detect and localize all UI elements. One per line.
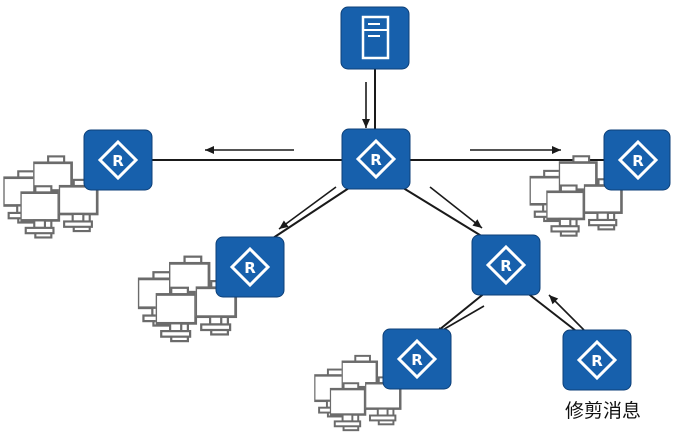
router-icon-lower-left: R xyxy=(215,236,285,298)
svg-text:R: R xyxy=(112,152,124,170)
link-center-lower-left xyxy=(269,185,353,241)
arrow-center-to-left xyxy=(205,146,294,154)
arrow-center-to-lower-left xyxy=(278,186,337,230)
arrow-center-to-right xyxy=(470,146,561,154)
svg-text:R: R xyxy=(632,152,644,170)
router-icon-bottom: R xyxy=(382,328,452,390)
router-icon-prune-source: R xyxy=(562,329,632,391)
pc-cluster-left xyxy=(3,156,97,237)
svg-text:R: R xyxy=(244,259,256,277)
router-icon-lower-right: R xyxy=(471,234,541,296)
link-center-lower-right xyxy=(399,185,489,241)
flow-arrows xyxy=(205,82,585,336)
server-icon xyxy=(340,6,410,70)
links xyxy=(152,69,604,335)
svg-text:R: R xyxy=(591,352,603,370)
router-icon-center: R xyxy=(341,128,411,190)
svg-text:R: R xyxy=(500,257,512,275)
arrow-center-to-lower-right xyxy=(429,186,483,229)
link-lower-right-bottom xyxy=(433,291,487,335)
arrow-server-to-center xyxy=(362,82,370,128)
svg-text:R: R xyxy=(411,351,423,369)
router-icon-left: R xyxy=(83,129,153,191)
svg-text:R: R xyxy=(370,151,382,169)
router-icon-right: R xyxy=(603,129,671,191)
prune-message-label: 修剪消息 xyxy=(564,400,641,422)
link-lower-right-prune-source xyxy=(525,291,581,335)
arrow-prune-source-to-lower-right xyxy=(548,294,585,331)
